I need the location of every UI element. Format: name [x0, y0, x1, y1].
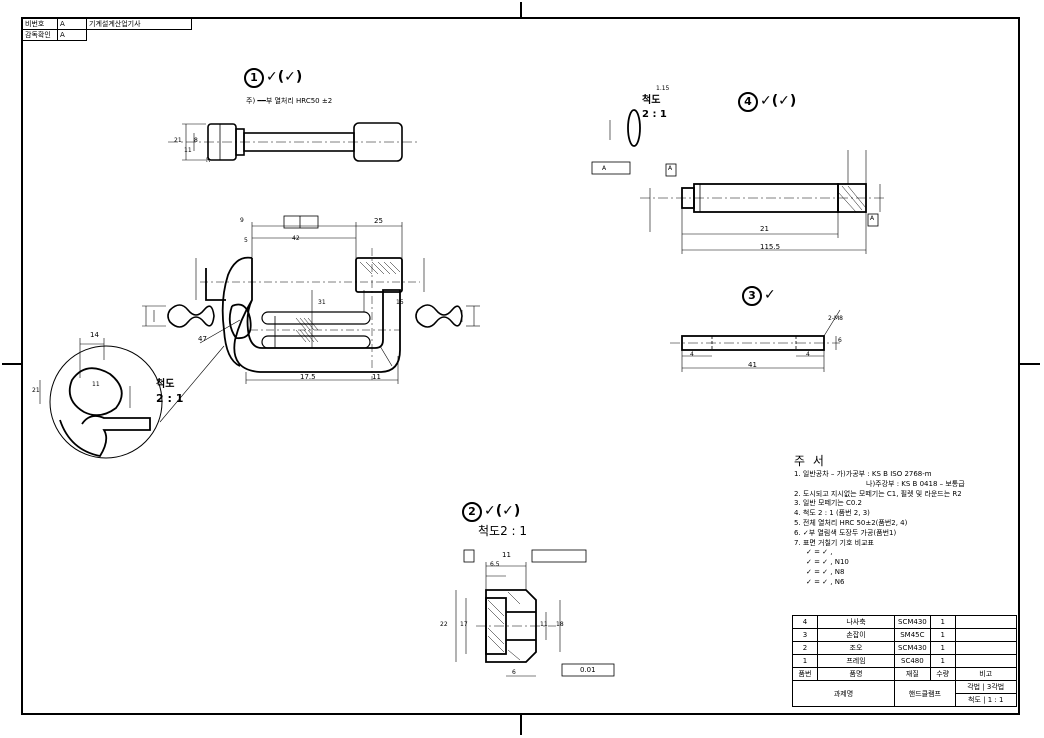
- supervisor-value: A: [57, 29, 87, 41]
- dim-text: 11: [184, 147, 192, 154]
- dim-text: 11: [372, 373, 381, 381]
- frame-main-view: [205, 256, 403, 373]
- view4-drawing: [627, 109, 867, 213]
- view4-title: 4✓(✓): [738, 92, 796, 112]
- scale-label: 척도: [968, 696, 981, 704]
- note-line: ✓ = ✓ , N10: [806, 558, 849, 567]
- note-line: 1. 일반공차 – 가)가공부 : KS B ISO 2768-m: [794, 470, 932, 478]
- dim-text: A: [602, 165, 607, 172]
- note-line: 3. 일반 모떼기는 C0.2: [794, 499, 863, 508]
- note-line: ✓ = ✓ , N6: [806, 577, 845, 586]
- dim-text: 5: [244, 237, 248, 244]
- dim-text: 1.15: [656, 85, 670, 92]
- exam-number-value: A: [57, 18, 87, 30]
- dim-text: 6: [512, 669, 516, 676]
- dim-text: 4: [806, 351, 810, 358]
- bom-footer-row: 과제명 핸드클램프 각법 | 3각법: [792, 680, 1017, 707]
- dim-text: 21: [174, 137, 182, 144]
- view2-title: 2✓(✓): [462, 502, 520, 522]
- dim-text: 4: [690, 351, 694, 358]
- dim-text: 8: [194, 137, 198, 144]
- dim-text: 21: [32, 387, 40, 394]
- dim-text: 0.01: [580, 666, 596, 674]
- view2-scale: 척도2 : 1: [478, 524, 528, 538]
- dim-text: 15: [396, 299, 404, 306]
- note-line: 2. 도시되고 지시없는 모떼기는 C1, 필렛 및 라운드는 R2: [794, 489, 962, 498]
- drawing-border: [21, 17, 1020, 715]
- note-line: 4. 척도 2 : 1 (품번 2, 3): [794, 509, 870, 518]
- dim-text: 42: [292, 235, 300, 242]
- dim-text: 11: [92, 381, 100, 388]
- part-name: 핸드클램프: [894, 680, 956, 707]
- dim-text: 25: [374, 217, 383, 225]
- dim-text: A: [668, 165, 673, 172]
- title-block-top: 비번호 A 기계설계산업기사 감독확인 A: [22, 18, 192, 41]
- dim-text: 41: [748, 361, 757, 369]
- dim-text: 17: [460, 621, 468, 628]
- dim-text: 17.5: [300, 373, 316, 381]
- dim-text: 18: [556, 621, 564, 628]
- dim-text: 115.5: [760, 243, 781, 251]
- view1-title: 1✓(✓): [244, 68, 302, 88]
- dim-text: A: [870, 215, 875, 222]
- view1-note: 주) ━━부 열처리 HRC50 ±2: [246, 97, 333, 105]
- exam-number-label: 비번호: [22, 18, 58, 30]
- exam-name: 기계설계산업기사: [86, 18, 192, 30]
- note-line: 나)주강부 : KS B 0418 – 보통급: [866, 479, 965, 488]
- dim-text: 9: [240, 217, 244, 224]
- note-line: 7. 표면 거칠기 기호 비교표: [794, 538, 874, 547]
- scale-value: 1 : 1: [987, 696, 1004, 704]
- dim-text: R: [206, 157, 211, 164]
- dim-text: 31: [318, 299, 326, 306]
- note-line: 6. ✓부 열림색 도장두 가공(품번1): [794, 528, 897, 537]
- dim-text: 11: [502, 551, 511, 559]
- side-sections: [167, 304, 463, 328]
- note-line: ✓ = ✓ , N8: [806, 567, 845, 576]
- dim-text: 22: [440, 621, 448, 628]
- detail-scale-value: 2 : 1: [156, 392, 184, 405]
- job-label: 과제명: [792, 680, 895, 707]
- supervisor-label: 감독확인: [22, 29, 58, 41]
- detail-top-scale-value: 2 : 1: [642, 109, 667, 120]
- method-value: 3각법: [986, 683, 1005, 691]
- note-line: 5. 전체 열처리 HRC 50±2(품번2, 4): [794, 518, 908, 527]
- notes-title: 주 서: [794, 454, 826, 468]
- view3-title: 3✓: [742, 286, 776, 306]
- view2-drawing: [485, 589, 537, 663]
- detail-circle: [49, 345, 163, 459]
- detail-top-scale-label: 척도: [642, 95, 661, 106]
- dim-text: 47: [198, 335, 207, 343]
- notes-block: 주 서 1. 일반공차 – 가)가공부 : KS B ISO 2768-m 나)…: [794, 454, 965, 588]
- bom-footer-row: 척도 | 1 : 1: [793, 693, 1017, 707]
- dim-text: 6: [838, 337, 842, 344]
- note-line: ✓ = ✓ ,: [806, 548, 833, 557]
- detail-scale-label: 척도: [156, 379, 175, 390]
- dim-text: 14: [90, 331, 99, 339]
- dim-text: 21: [760, 225, 769, 233]
- dim-text: 11: [540, 621, 548, 628]
- dim-text: 6.5: [490, 561, 500, 568]
- method-label: 각법: [967, 683, 981, 691]
- dim-text: 2-M8: [828, 315, 843, 322]
